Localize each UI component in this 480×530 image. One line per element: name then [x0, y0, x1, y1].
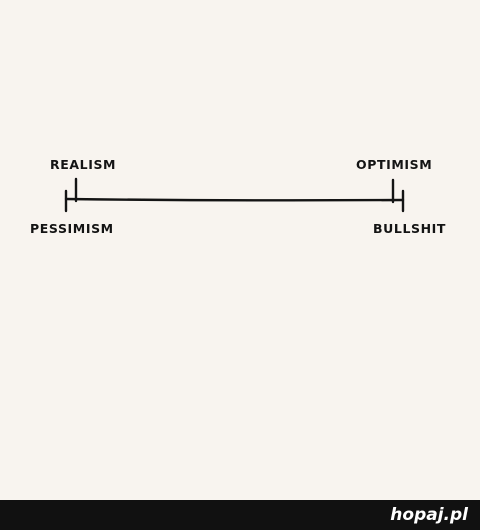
brand-watermark: hopaj.pl	[390, 505, 468, 525]
label-bullshit: BULLSHIT	[373, 221, 447, 236]
footer-bar: hopaj.pl	[0, 500, 480, 530]
scale-line	[64, 197, 405, 202]
label-optimism: OPTIMISM	[356, 157, 433, 172]
label-pessimism: PESSIMISM	[30, 221, 114, 236]
spectrum-diagram	[64, 177, 405, 213]
label-realism: REALISM	[50, 157, 117, 172]
